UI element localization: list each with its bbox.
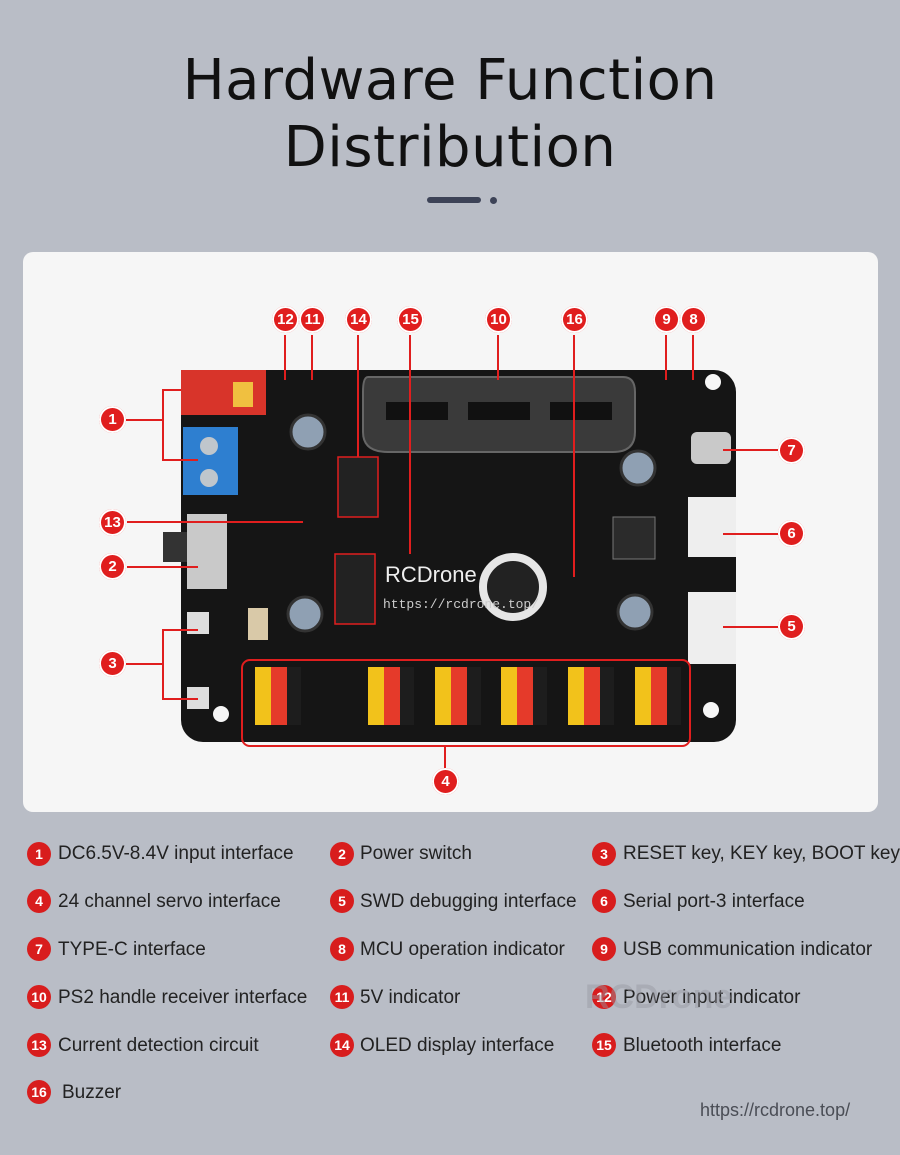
legend-badge-9: 9 [592, 937, 616, 961]
serial-header [688, 497, 736, 557]
callout-badge-9: 9 [653, 306, 680, 333]
pcb-board-illustration: RCDrone https://rcdrone.top/ [126, 335, 779, 769]
callout-badge-1: 1 [99, 406, 126, 433]
legend-badge-2: 2 [330, 842, 354, 866]
legend-text-10: PS2 handle receiver interface [58, 987, 308, 1008]
callout-badge-4: 4 [432, 768, 459, 795]
type-c-port [691, 432, 731, 464]
callout-badge-12: 12 [272, 306, 299, 333]
legend-text-16: Buzzer [62, 1082, 122, 1103]
callout-badge-15: 15 [397, 306, 424, 333]
legend-text-13: Current detection circuit [58, 1035, 259, 1056]
buzzer [479, 553, 547, 621]
power-connector-red [181, 370, 266, 415]
legend-text-15: Bluetooth interface [623, 1035, 782, 1056]
callout-badge-16: 16 [561, 306, 588, 333]
legend-badge-13: 13 [27, 1033, 51, 1057]
callout-badge-3: 3 [99, 650, 126, 677]
legend-badge-8: 8 [330, 937, 354, 961]
callout-badge-13: 13 [99, 509, 126, 536]
legend-text-2: Power switch [360, 843, 472, 864]
legend-badge-6: 6 [592, 889, 616, 913]
callout-badge-8: 8 [680, 306, 707, 333]
legend-text-12: Power input indicator [623, 987, 801, 1008]
callout-badge-2: 2 [99, 553, 126, 580]
title-divider-bar [427, 197, 481, 203]
legend-text-9: USB communication indicator [623, 939, 873, 960]
legend-badge-5: 5 [330, 889, 354, 913]
legend-badge-7: 7 [27, 937, 51, 961]
legend-badge-4: 4 [27, 889, 51, 913]
board-image-panel: RCDrone https://rcdrone.top/ [23, 252, 878, 812]
footer-url: https://rcdrone.top/ [700, 1100, 851, 1120]
legend-badge-14: 14 [330, 1033, 354, 1057]
callout-badge-11: 11 [299, 306, 326, 333]
legend-text-6: Serial port-3 interface [623, 891, 805, 912]
callout-badge-5: 5 [778, 613, 805, 640]
callout-badge-6: 6 [778, 520, 805, 547]
legend-text-11: 5V indicator [360, 987, 461, 1008]
legend-text-1: DC6.5V-8.4V input interface [58, 843, 294, 864]
legend-badge-10: 10 [27, 985, 51, 1009]
page-title-line2: Distribution [283, 115, 617, 180]
legend-text-8: MCU operation indicator [360, 939, 565, 960]
legend-badge-15: 15 [592, 1033, 616, 1057]
legend-text-14: OLED display interface [360, 1035, 555, 1056]
legend-badge-11: 11 [330, 985, 354, 1009]
callout-badge-14: 14 [345, 306, 372, 333]
pcb-body [181, 370, 736, 742]
servo-headers [255, 667, 681, 725]
legend-badge-12: 12 [592, 985, 616, 1009]
watermark-logo: RCDrone [585, 978, 733, 1016]
legend-badge-1: 1 [27, 842, 51, 866]
legend-text-3: RESET key, KEY key, BOOT key [623, 843, 900, 864]
board-brand-url: https://rcdrone.top/ [383, 597, 539, 612]
board-brand-text: RCDrone [385, 562, 477, 587]
callout-badge-10: 10 [485, 306, 512, 333]
legend-text-7: TYPE-C interface [58, 939, 206, 960]
callout-badge-7: 7 [778, 437, 805, 464]
legend-text-4: 24 channel servo interface [58, 891, 281, 912]
legend-badge-3: 3 [592, 842, 616, 866]
power-switch [187, 514, 227, 589]
page-title-line1: Hardware Function [182, 48, 718, 113]
legend-text-5: SWD debugging interface [360, 891, 577, 912]
legend-badge-16: 16 [27, 1080, 51, 1104]
title-divider-dot [490, 197, 497, 204]
